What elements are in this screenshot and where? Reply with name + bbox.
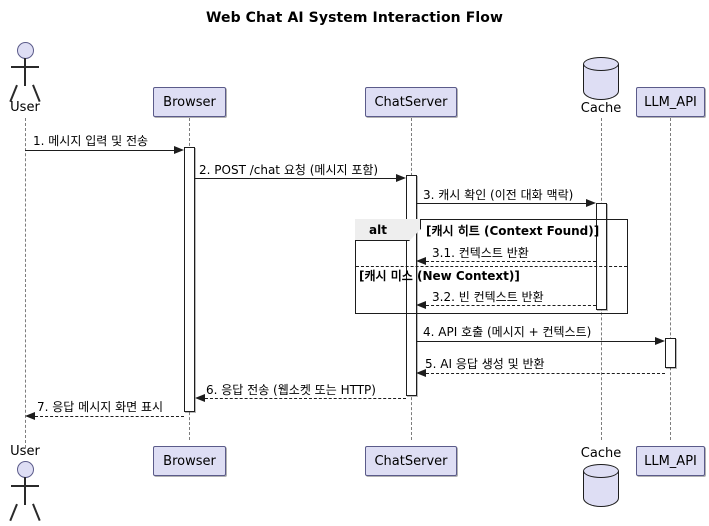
message-3-2-arrowhead	[416, 300, 426, 309]
message-5-arrowhead	[416, 368, 426, 377]
actor-spine	[24, 58, 26, 86]
lifeline-user	[25, 118, 26, 448]
message-1-arrowhead	[174, 145, 184, 154]
message-3-line	[417, 203, 587, 204]
message-2-label: 2. POST /chat 요청 (메시지 포함)	[199, 163, 379, 177]
message-7-arrowhead	[25, 411, 35, 420]
database-cylinder-top-icon	[583, 464, 619, 478]
participant-label-browser-bottom: Browser	[163, 453, 216, 469]
alt-branch-2-condition: [캐시 미스 (New Context)]	[359, 269, 520, 283]
activation-browser	[184, 147, 195, 412]
participant-browser-bottom[interactable]: Browser	[153, 446, 226, 476]
participant-chatserver-bottom[interactable]: ChatServer	[365, 446, 457, 476]
message-3-1-line	[426, 261, 596, 262]
message-4-arrowhead	[655, 336, 665, 345]
alt-fragment-frame	[355, 219, 628, 314]
activation-chatserver	[406, 175, 417, 396]
message-3-2-line	[426, 305, 596, 306]
message-2-arrowhead	[396, 173, 406, 182]
participant-label-cache-top: Cache	[580, 101, 622, 116]
lifeline-llm-api	[670, 118, 671, 440]
message-1-label: 1. 메시지 입력 및 전송	[33, 134, 149, 148]
participant-user-bottom[interactable]	[9, 461, 41, 521]
participant-label-chatserver-bottom: ChatServer	[374, 453, 448, 469]
message-4-line	[417, 341, 656, 342]
participant-label-browser-top: Browser	[163, 94, 216, 110]
diagram-title: Web Chat AI System Interaction Flow	[205, 10, 504, 26]
actor-head-icon	[17, 461, 34, 478]
participant-label-user-bottom: User	[10, 444, 40, 459]
database-cylinder-top-icon	[583, 57, 619, 71]
participant-chatserver-top[interactable]: ChatServer	[365, 87, 457, 117]
message-7-label: 7. 응답 메시지 화면 표시	[37, 400, 164, 414]
participant-label-chatserver-top: ChatServer	[374, 94, 448, 110]
participant-label-llm-api-top: LLM_API	[644, 94, 697, 110]
participant-label-cache-bottom: Cache	[580, 446, 622, 461]
alt-fragment-operator-tab: alt	[355, 219, 421, 241]
message-5-line	[426, 373, 665, 374]
message-1-line	[25, 150, 175, 151]
message-3-label: 3. 캐시 확인 (이전 대화 맥락)	[423, 188, 574, 202]
message-5-label: 5. AI 응답 생성 및 반환	[425, 357, 545, 371]
alt-branch-divider	[356, 266, 627, 267]
participant-label-llm-api-bottom: LLM_API	[644, 453, 697, 469]
message-7-line	[35, 416, 184, 417]
message-2-line	[195, 178, 397, 179]
participant-llm-api-bottom[interactable]: LLM_API	[636, 446, 705, 476]
actor-head-icon	[17, 42, 34, 59]
message-3-arrowhead	[586, 198, 596, 207]
message-6-arrowhead	[195, 393, 205, 402]
message-3-1-arrowhead	[416, 256, 426, 265]
message-3-2-label: 3.2. 빈 컨텍스트 반환	[432, 290, 544, 304]
participant-llm-api-top[interactable]: LLM_API	[636, 87, 705, 117]
actor-arms	[11, 485, 39, 487]
message-4-label: 4. API 호출 (메시지 + 컨텍스트)	[423, 325, 592, 339]
participant-browser-top[interactable]: Browser	[153, 87, 226, 117]
message-6-label: 6. 응답 전송 (웹소켓 또는 HTTP)	[206, 383, 376, 397]
actor-leg-left	[9, 503, 18, 521]
participant-cache-top[interactable]	[583, 57, 619, 107]
alt-branch-1-condition: [캐시 히트 (Context Found)]	[426, 224, 600, 238]
message-3-1-label: 3.1. 컨텍스트 반환	[432, 246, 529, 260]
activation-llm-api	[665, 338, 676, 368]
activation-cache	[596, 203, 607, 310]
message-6-line	[205, 398, 406, 399]
participant-cache-bottom[interactable]	[583, 464, 619, 514]
actor-leg-right	[32, 503, 41, 521]
participant-user-top[interactable]	[9, 42, 41, 102]
actor-arms	[11, 66, 39, 68]
participant-label-user-top: User	[10, 100, 40, 115]
alt-operator-label: alt	[369, 222, 387, 237]
actor-spine	[24, 477, 26, 505]
